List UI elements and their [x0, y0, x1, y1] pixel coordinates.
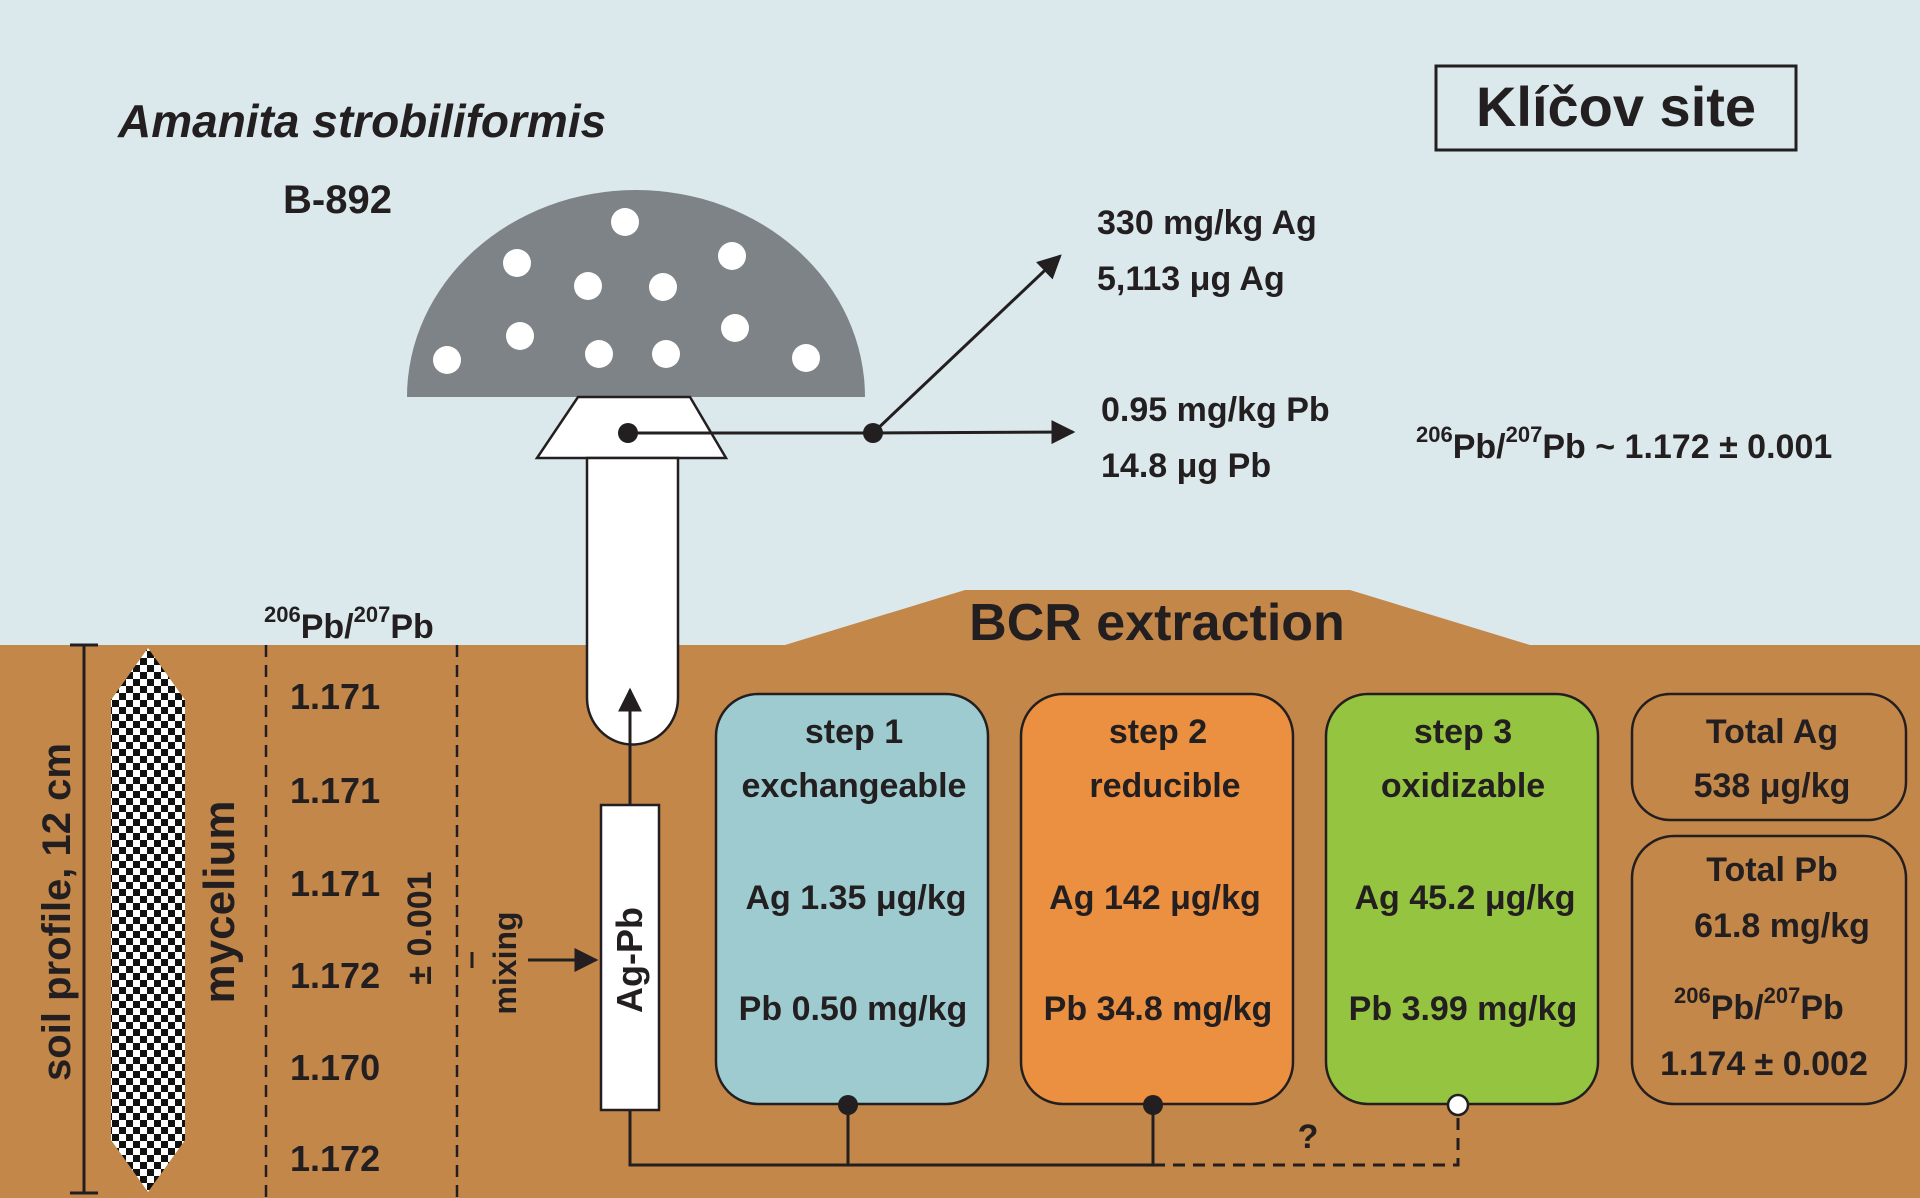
soil-ratio-values: 1.171 1.171 1.171 1.172 1.170 1.172	[290, 676, 380, 1179]
total-pb-ratio-value: 1.174 ± 0.002	[1660, 1045, 1868, 1083]
cap-spot	[649, 273, 677, 301]
ag-arrow	[871, 254, 1062, 435]
total-pb-box	[1630, 834, 1908, 1106]
cap-spot	[503, 249, 531, 277]
cap-spot	[506, 322, 534, 350]
soil-profile-label: soil profile, 12 cm	[35, 743, 79, 1081]
ag-pb-label: Ag-Pb	[609, 907, 650, 1013]
step1-step: step 1	[805, 713, 903, 751]
site-label: Klíčov site	[1476, 75, 1756, 138]
mushroom-stipe	[585, 456, 680, 746]
fruit-ag-amount: 5,113 μg Ag	[1097, 260, 1285, 298]
step2-step: step 2	[1109, 713, 1207, 751]
step3-step: step 3	[1414, 713, 1512, 751]
step3-pb: Pb 3.99 mg/kg	[1349, 990, 1578, 1028]
soil-ratio-uncertainty: ± 0.001	[401, 871, 439, 984]
step3-uncertain-link	[1153, 1112, 1460, 1167]
soil-ratio-value: 1.172	[290, 955, 380, 996]
soil-ratio-value: 1.171	[290, 770, 380, 811]
cap-spot	[585, 340, 613, 368]
step3-ag: Ag 45.2 μg/kg	[1354, 879, 1575, 917]
fruit-ag-conc: 330 mg/kg Ag	[1097, 204, 1317, 242]
step1-ag: Ag 1.35 μg/kg	[745, 879, 966, 917]
total-ag-box	[1630, 692, 1908, 822]
soil-ratio-value: 1.170	[290, 1047, 380, 1088]
cap-spot	[433, 346, 461, 374]
step1-pb: Pb 0.50 mg/kg	[739, 990, 968, 1028]
cap-spot	[611, 208, 639, 236]
step3-connector-dot	[1446, 1093, 1470, 1117]
soil-ratio-value: 1.171	[290, 863, 380, 904]
step2-fraction: reducible	[1089, 767, 1240, 805]
fruit-pb-conc: 0.95 mg/kg Pb	[1101, 391, 1330, 429]
total-pb-value: 61.8 mg/kg	[1694, 907, 1870, 945]
cap-spot	[792, 344, 820, 372]
cap-spots	[433, 208, 820, 374]
mycelium-column	[111, 648, 185, 1192]
step3-fraction: oxidizable	[1381, 767, 1545, 805]
soil-ratio-header: 206Pb/207Pb	[264, 602, 434, 646]
mycelium-label: mycelium	[195, 801, 244, 1004]
cap-spot	[652, 340, 680, 368]
sample-id: B-892	[283, 178, 392, 222]
pb-arrow	[872, 420, 1076, 445]
cap-spot	[721, 314, 749, 342]
total-pb-ratio-label: 206Pb/207Pb	[1674, 983, 1844, 1027]
step2-pb: Pb 34.8 mg/kg	[1044, 990, 1273, 1028]
cap-spot	[574, 272, 602, 300]
total-pb-title: Total Pb	[1706, 851, 1838, 889]
mixing-label: mixing	[487, 911, 523, 1014]
total-ag-value: 538 μg/kg	[1694, 767, 1851, 805]
bcr-title: BCR extraction	[969, 594, 1345, 652]
soil-profile-scale	[70, 643, 98, 1195]
cap-spot	[718, 242, 746, 270]
site-box	[1434, 64, 1798, 152]
uncertain-link-label: ?	[1298, 1118, 1319, 1156]
step1-fraction: exchangeable	[742, 767, 967, 805]
total-ag-title: Total Ag	[1706, 713, 1838, 751]
fruit-pb-amount: 14.8 μg Pb	[1101, 447, 1271, 485]
step1-connector-dot	[838, 1095, 858, 1115]
step2-ag: Ag 142 μg/kg	[1049, 879, 1261, 917]
soil-ratio-value: 1.171	[290, 676, 380, 717]
species-name: Amanita strobiliformis	[117, 95, 606, 147]
soil-ratio-value: 1.172	[290, 1138, 380, 1179]
step2-connector-dot	[1143, 1095, 1163, 1115]
fruit-pb-ratio: 206Pb/207Pb ~ 1.172 ± 0.001	[1416, 422, 1832, 466]
